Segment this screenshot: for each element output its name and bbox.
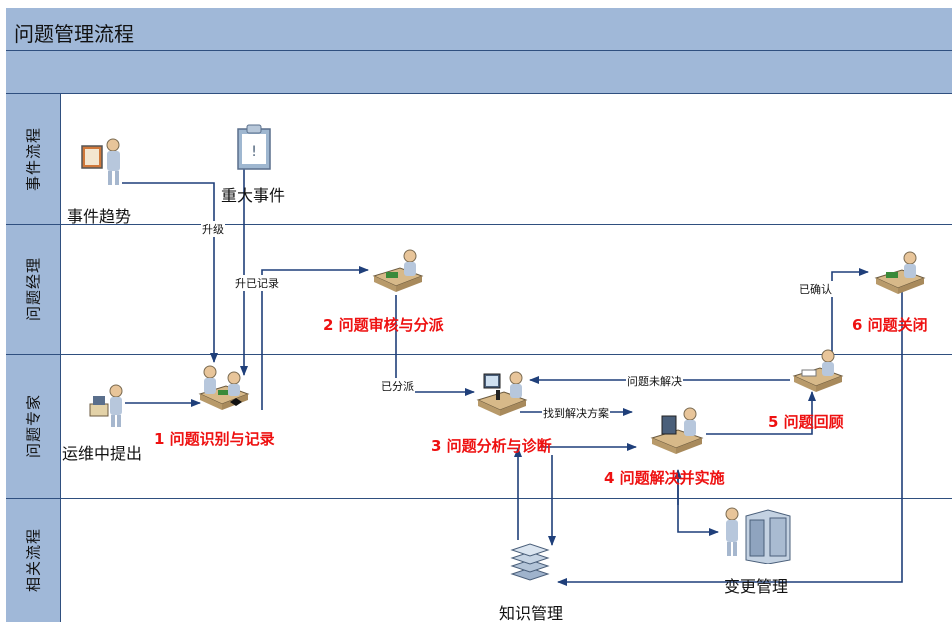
- document-stack-icon: [510, 543, 550, 581]
- server-rack-icon: [725, 507, 791, 564]
- node-label-change-mgmt: 变更管理: [724, 577, 789, 596]
- lane-header-incident: 事件流程: [6, 94, 61, 224]
- node-label-major-incident: 重大事件: [221, 186, 286, 205]
- lane-divider: [6, 224, 952, 225]
- lane-divider: [6, 498, 952, 499]
- edge-label-assigned: 已分派: [380, 378, 415, 394]
- diagram-title: 问题管理流程: [14, 22, 134, 46]
- edge-close-knowledge: [557, 292, 903, 586]
- node-label-ops-proposal: 运维中提出: [62, 444, 143, 463]
- step-label-1: 1 问题识别与记录: [154, 430, 275, 448]
- clipboard-icon: !: [237, 124, 271, 170]
- worker-desk-icon: [874, 251, 926, 294]
- node-label-event-trend: 事件趋势: [67, 207, 132, 226]
- edge-label-confirmed: 已确认: [798, 281, 833, 297]
- lane-header-related: 相关流程: [6, 498, 61, 622]
- edge-upgrade: [122, 182, 218, 363]
- step-label-2: 2 问题审核与分派: [323, 316, 444, 334]
- worker-desk-icon: [792, 349, 844, 392]
- edge-label-unresolved: 问题未解决: [626, 373, 683, 389]
- edge-label-solution: 找到解决方案: [542, 405, 610, 421]
- svg-text:!: !: [251, 144, 257, 160]
- node-label-knowledge-mgmt: 知识管理: [499, 604, 564, 623]
- edge-confirmed: [831, 268, 869, 352]
- lane-header-manager: 问题经理: [6, 224, 61, 354]
- worker-desk-icon: [89, 384, 123, 427]
- edge-label-recorded: 升已记录: [234, 275, 280, 291]
- edge-review: [706, 391, 816, 435]
- worker-desk-icon: [372, 249, 424, 292]
- microscope-icon: [476, 371, 528, 416]
- step-label-3: 3 问题分析与诊断: [431, 437, 552, 455]
- presenter-icon: [81, 138, 120, 185]
- edge-label-upgrade: 升级: [201, 221, 225, 237]
- step-label-6: 6 问题关闭: [852, 316, 928, 334]
- lane-divider: [6, 354, 952, 355]
- step-label-5: 5 问题回顾: [768, 413, 844, 431]
- lane-header-expert: 问题专家: [6, 354, 61, 498]
- edge-recorded: [261, 266, 369, 410]
- computer-worker-icon: [650, 407, 704, 454]
- header-sub-bar: [6, 51, 952, 94]
- diagram-title-bar: 问题管理流程: [6, 8, 952, 51]
- step-label-4: 4 问题解决并实施: [604, 469, 725, 487]
- worker-desk-icon: [198, 365, 250, 410]
